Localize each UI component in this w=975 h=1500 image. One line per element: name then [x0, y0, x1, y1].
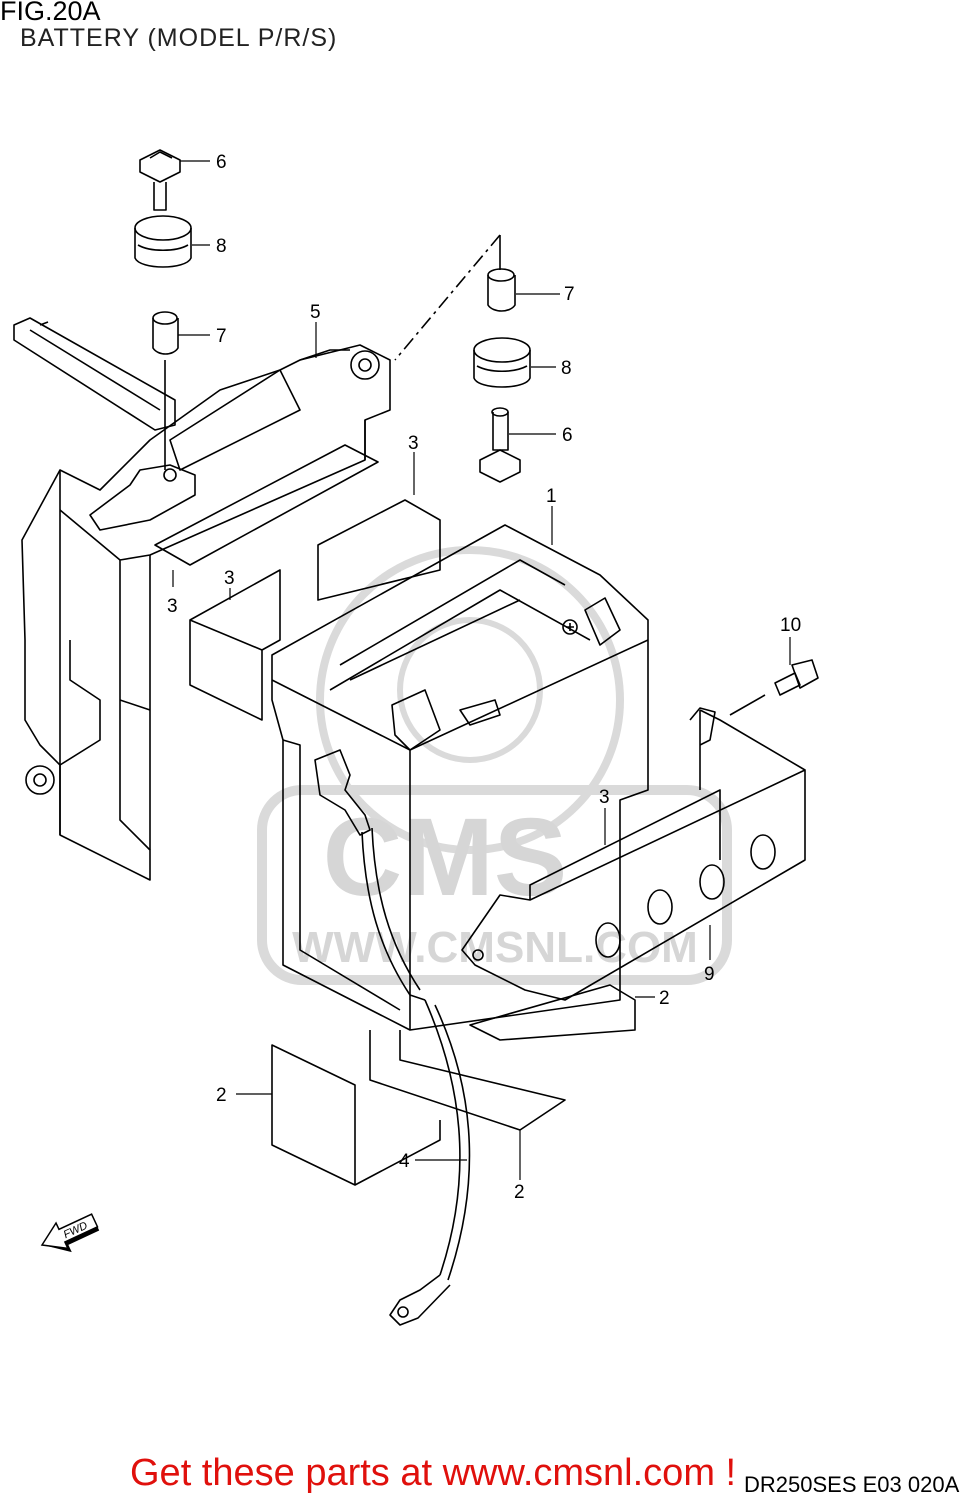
hold-strap: [13, 317, 176, 431]
battery: [271, 524, 649, 1031]
callout-7-top: 7: [216, 326, 227, 347]
spacer-7-top: [152, 311, 179, 355]
callout-4: 4: [399, 1151, 410, 1172]
cushion-8-right: [473, 337, 531, 388]
bolt-6-top: [139, 149, 181, 211]
callout-1: 1: [546, 486, 557, 507]
callout-3-side: 3: [224, 568, 235, 589]
callout-7-right: 7: [564, 284, 575, 305]
tray-bottom: [369, 984, 636, 1131]
callout-8-top: 8: [216, 236, 227, 257]
pad-top: [154, 444, 379, 566]
cms-watermark: CMS WWW.CMSNL.COM: [257, 546, 732, 985]
figure-title: FIG.20A: [0, 0, 101, 26]
pad-side-left: [189, 569, 281, 721]
lead-wire: [314, 749, 471, 1326]
bolt-10: [774, 659, 819, 696]
callout-6-right: 6: [562, 425, 573, 446]
cushion-8-top: [134, 215, 192, 268]
callout-10: 10: [780, 615, 801, 636]
callout-5: 5: [310, 302, 321, 323]
callout-2-left: 2: [216, 1085, 227, 1106]
battery-holder: [461, 707, 806, 1001]
callout-2-bottom: 2: [514, 1182, 525, 1203]
promo-text: Get these parts at www.cmsnl.com !: [130, 1452, 737, 1494]
callout-6-top: 6: [216, 152, 227, 173]
battery-case: [21, 344, 391, 881]
spacer-7-right: [487, 268, 516, 312]
watermark-url: WWW.CMSNL.COM: [292, 923, 698, 972]
callout-3-rear: 3: [408, 433, 419, 454]
callout-labels: 6 8 7 5 7 8 6 3 1 3 3 10 3 9 2 2 4 2: [167, 152, 801, 1203]
assembly-guide-bolt: [729, 694, 766, 716]
assembly-guide-line: [394, 234, 501, 361]
model-code: DR250SES E03 020A: [744, 1472, 960, 1497]
bolt-6-right: [479, 407, 521, 483]
callout-8-right: 8: [561, 358, 572, 379]
callout-9: 9: [704, 964, 715, 985]
callout-3-top: 3: [167, 596, 178, 617]
pad-lower-left: [271, 1044, 441, 1186]
fwd-arrow-icon: FWD: [40, 1213, 100, 1253]
callout-2-right: 2: [659, 988, 670, 1009]
figure-subtitle: BATTERY (MODEL P/R/S): [20, 24, 338, 52]
pad-rear: [317, 499, 441, 601]
leader-lines: [172, 160, 791, 1180]
callout-3-holder: 3: [599, 787, 610, 808]
